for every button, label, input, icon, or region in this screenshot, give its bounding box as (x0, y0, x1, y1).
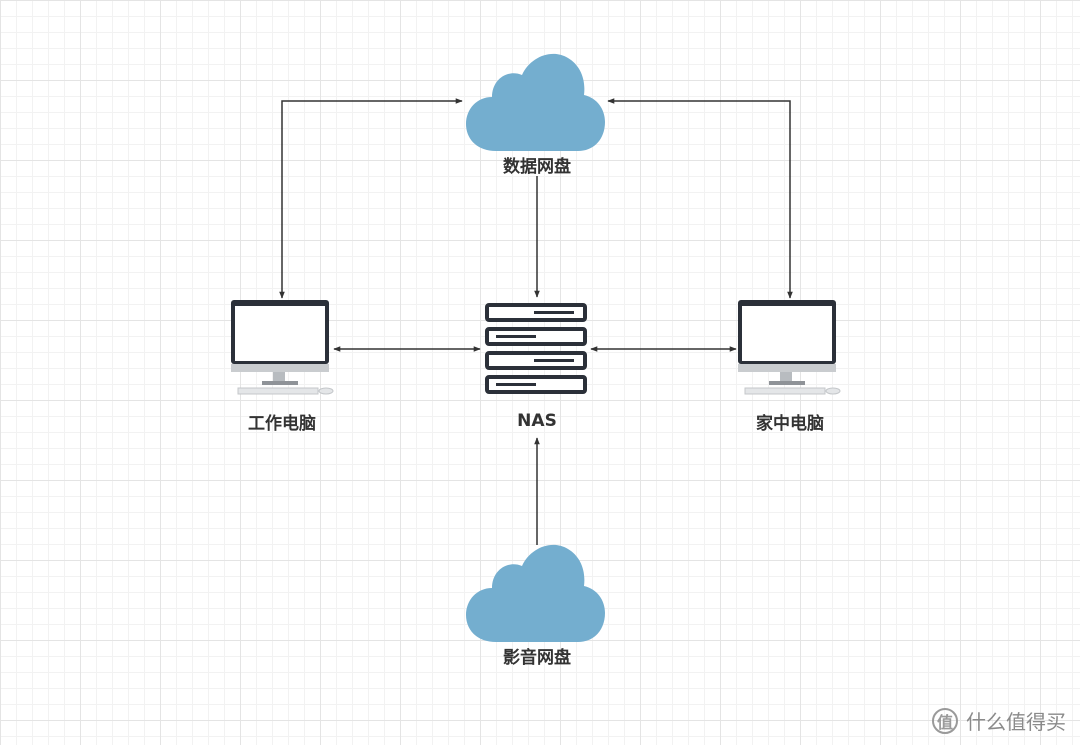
home-pc-label: 家中电脑 (756, 414, 824, 434)
nas-node[interactable] (485, 303, 587, 394)
edges (279, 98, 793, 545)
watermark-logo-icon: 值 (932, 707, 958, 734)
data-cloud-node[interactable] (466, 53, 605, 151)
cloud-icon (466, 53, 605, 151)
edge-datacloud-workpc[interactable] (279, 98, 463, 299)
desktop-computer-icon (231, 300, 334, 395)
desktop-computer-icon (738, 300, 841, 395)
data-cloud-label: 数据网盘 (503, 157, 571, 177)
media-cloud-node[interactable] (466, 544, 605, 642)
work-pc-label: 工作电脑 (248, 414, 316, 434)
watermark-text: 什么值得买 (966, 710, 1066, 734)
server-icon (485, 303, 587, 394)
watermark: 值 什么值得买 (932, 706, 1066, 735)
work-pc-node[interactable] (231, 300, 334, 395)
home-pc-node[interactable] (738, 300, 841, 395)
edge-datacloud-homepc[interactable] (607, 98, 793, 299)
media-cloud-label: 影音网盘 (503, 648, 571, 668)
nas-label: NAS (517, 411, 557, 431)
cloud-icon (466, 544, 605, 642)
